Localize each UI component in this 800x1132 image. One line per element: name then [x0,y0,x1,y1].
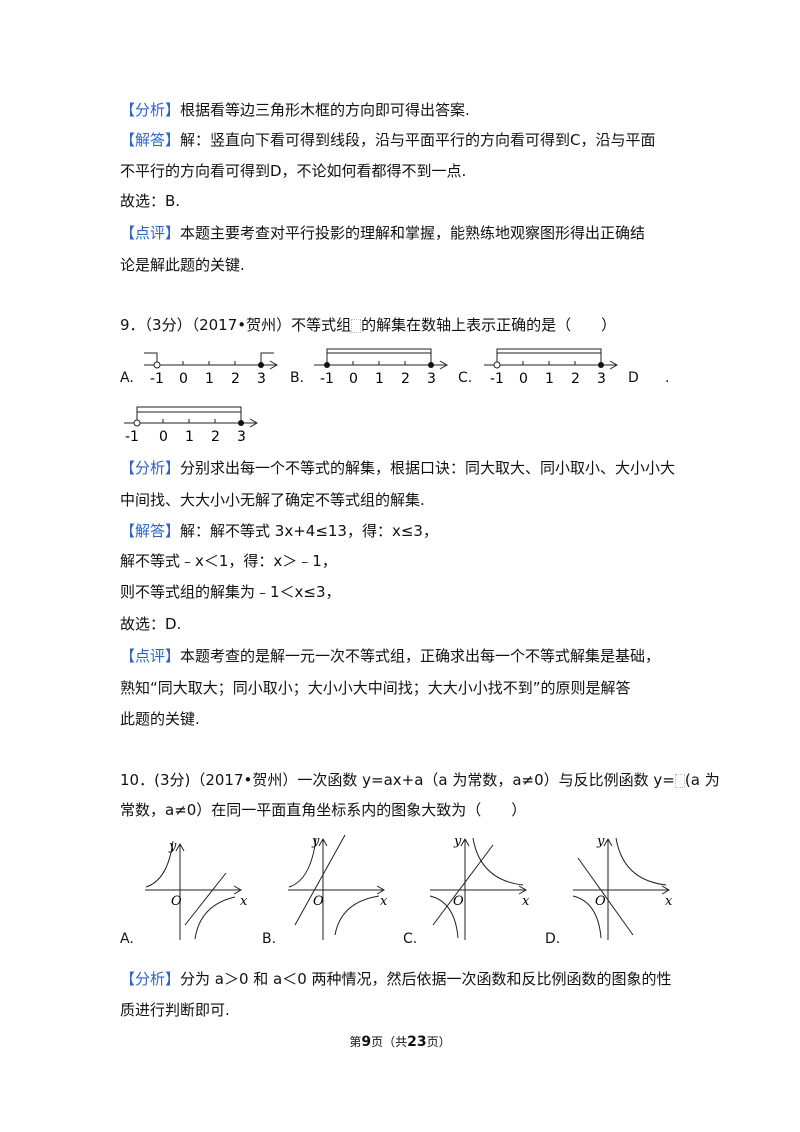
hyperbola-branch [334,895,380,936]
tick-label: 3 [597,371,606,387]
tick-label: 3 [257,371,266,387]
total-pages: 23 [407,1034,427,1050]
tick-label: 1 [185,429,194,445]
q10-option-a-label: A. [120,931,134,947]
q10-graph-b: O x y [288,834,388,940]
y-axis-label: y [453,834,462,849]
hyperbola-branch [429,895,459,939]
tick-label: 2 [401,371,410,387]
hyperbola-branch [288,837,317,888]
open-dot [133,419,141,427]
q10-option-c-label: C. [403,931,418,947]
origin-label: O [313,894,324,909]
linear-function-line [294,834,346,926]
hyperbola-branch [145,840,174,888]
tick-label: 3 [427,371,436,387]
linear-function-line [577,857,634,936]
closed-dot [428,362,434,368]
closed-dot [258,362,264,368]
tick-label: -1 [490,371,504,387]
tick-label: 0 [159,429,168,445]
x-axis-label: x [665,894,673,909]
y-axis-label: y [596,834,605,849]
page-footer: 第9页（共23页） [349,1034,451,1050]
tick-label: 1 [205,371,214,387]
q9-choice: 故选：D. [120,615,182,633]
q9-number-line-b: -1 0 1 2 3 [314,348,449,387]
q8-comment-line1: 【点评】本题主要考查对平行投影的理解和掌握，能熟练地观察图形得出正确结 [120,224,646,242]
origin-label: O [595,894,606,909]
tick-label: -1 [150,371,164,387]
q8-answer-line1: 【解答】解：竖直向下看可得到线段，沿与平面平行的方向看可得到C，沿与平面 [120,131,656,149]
origin-label: O [453,894,464,909]
q9-option-d-label: D [628,370,639,386]
q9-analysis-line1: 【分析】分别求出每一个不等式的解集，根据口诀：同大取大、同小取小、大小小大 [120,459,676,477]
q9-comment-line3: 此题的关键. [120,710,200,728]
q10-graph-c: O x y [429,834,530,940]
x-axis-label: x [522,894,530,909]
y-axis-label: y [168,839,177,854]
q9-number-line-c: -1 0 1 2 3 [484,348,619,387]
tick-label: 3 [237,429,246,445]
tick-label: 0 [349,371,358,387]
hyperbola-branch [572,895,602,939]
q8-comment-line2: 论是解此题的关键. [120,256,245,274]
open-dot [153,361,161,369]
open-dot [493,361,501,369]
q10-analysis-line1: 【分析】分为 a＞0 和 a＜0 两种情况，然后依据一次函数和反比例函数的图象的… [120,970,672,988]
q10-stem-line2: 常数，a≠0）在同一平面直角坐标系内的图象大致为（ ） [120,801,527,819]
q9-answer-line2: 解不等式﹣x＜1，得：x＞﹣1， [120,552,337,570]
current-page: 9 [361,1034,372,1050]
q9-option-d-period: . [665,370,670,386]
hyperbola-branch [194,896,236,940]
q9-stem: 9．（3分）（2017•贺州）不等式组的解集在数轴上表示正确的是（ ） [120,316,617,334]
hyperbola-branch [472,837,524,886]
tick-label: -1 [320,371,334,387]
a-over-x-formula [674,773,685,788]
linear-function-line [184,872,227,926]
q9-comment-line1: 【点评】本题考查的是解一元一次不等式组，正确求出每一个不等式解集是基础， [120,647,661,665]
q9-option-c-label: C. [458,370,473,386]
closed-dot [238,420,244,426]
tick-label: -1 [125,429,139,445]
q9-number-line-a: -1 0 1 2 3 [144,352,279,387]
x-axis-label: x [240,894,248,909]
tick-label: 2 [571,371,580,387]
linear-function-line [432,844,494,926]
origin-label: O [171,894,182,909]
x-axis-label: x [380,894,388,909]
q10-option-b-label: B. [262,931,277,947]
closed-dot [324,362,330,368]
tick-label: 2 [211,429,220,445]
q9-comment-line2: 熟知“同大取大；同小取小；大小小大中间找；大大小小找不到”的原则是解答 [120,679,631,697]
q10-analysis-line2: 质进行判断即可. [120,1001,230,1019]
hyperbola-branch [615,837,667,886]
q9-analysis-line2: 中间找、大大小小无解了确定不等式组的解集. [120,491,425,509]
tick-label: 1 [375,371,384,387]
q10-graph-a: O x y [145,839,248,940]
q10-stem-line1: 10．(3分)（2017•贺州）一次函数 y=ax+a（a 为常数，a≠0）与反… [120,771,720,789]
tick-label: 2 [231,371,240,387]
tick-label: 0 [519,371,528,387]
q8-analysis: 【分析】根据看等边三角形木框的方向即可得出答案. [120,101,470,119]
ticks [156,361,262,365]
tick-label: 1 [545,371,554,387]
q10-option-d-label: D. [545,931,561,947]
q9-number-line-d: -1 0 1 2 3 [124,406,259,445]
y-axis-label: y [311,834,320,849]
q9-answer-line1: 【解答】解：解不等式 3x+4≤13，得：x≤3， [120,522,438,540]
q10-graph-d: O x y [572,834,673,940]
q9-option-b-label: B. [290,370,305,386]
inequality-system-formula [351,318,362,333]
closed-dot [598,362,604,368]
tick-label: 0 [179,371,188,387]
q9-option-a-label: A. [120,370,134,386]
q8-answer-line2: 不平行的方向看可得到D，不论如何看都得不到一点. [120,162,467,180]
q9-answer-line3: 则不等式组的解集为﹣1＜x≤3， [120,583,341,601]
q8-choice: 故选：B. [120,192,181,210]
